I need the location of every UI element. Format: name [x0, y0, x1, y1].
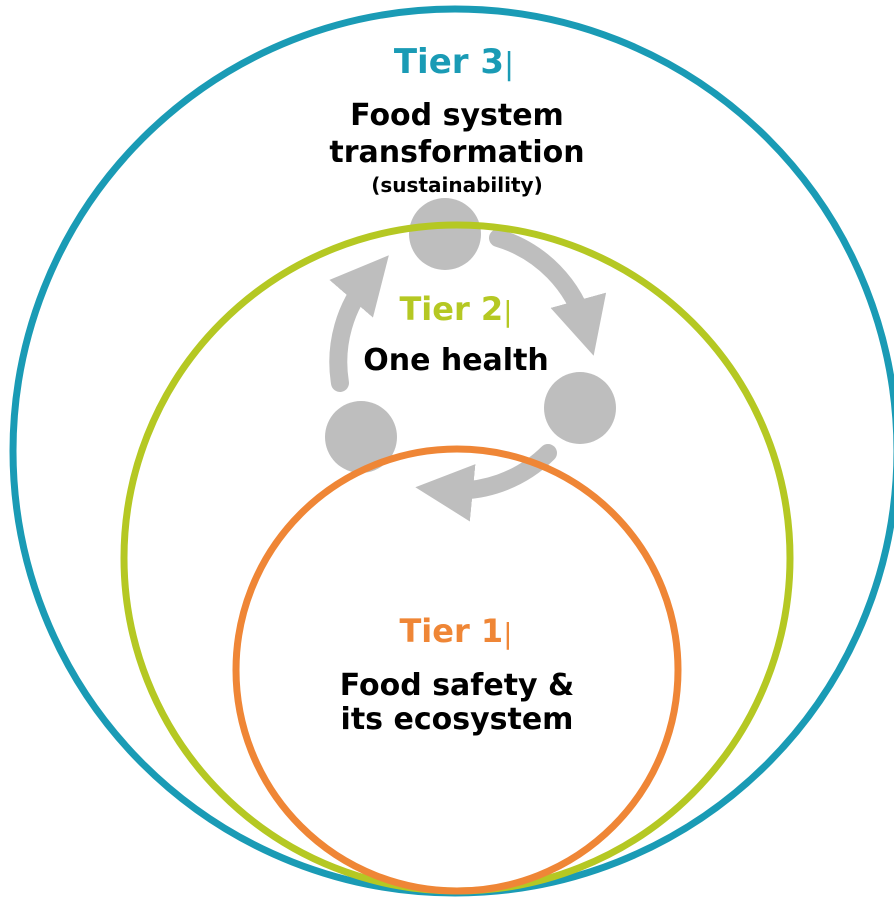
cycle-node-top — [409, 198, 481, 270]
cycle-node-left — [325, 401, 397, 473]
tier2-heading-text: Tier 2 — [399, 290, 503, 328]
cycle-arrow-3 — [329, 255, 389, 392]
cycle-node-right — [544, 372, 616, 444]
tier3-title-line2: transformation — [329, 135, 584, 170]
tier1-separator: | — [503, 617, 512, 650]
tier3-heading: Tier 3| — [394, 42, 514, 82]
tier1-title-line2: its ecosystem — [341, 702, 574, 737]
tier3-note: (sustainability) — [371, 173, 542, 197]
tier3-label-group: Tier 3| Food system transformation (sust… — [329, 42, 584, 197]
tier1-heading: Tier 1| — [399, 612, 512, 650]
tier3-title-line1: Food system — [350, 98, 564, 133]
tier1-heading-text: Tier 1 — [399, 612, 503, 650]
tier2-label-group: Tier 2| One health — [363, 290, 549, 378]
tier3-heading-text: Tier 3 — [394, 42, 504, 82]
tier2-title: One health — [363, 343, 549, 378]
cycle-arrow-1 — [489, 229, 607, 356]
tier2-heading: Tier 2| — [399, 290, 512, 328]
tier1-title-line1: Food safety & — [340, 668, 574, 703]
tier3-separator: | — [504, 47, 514, 82]
tier1-circle — [232, 445, 682, 895]
tier1-label-group: Tier 1| Food safety & its ecosystem — [340, 612, 574, 737]
tier2-separator: | — [503, 295, 512, 328]
